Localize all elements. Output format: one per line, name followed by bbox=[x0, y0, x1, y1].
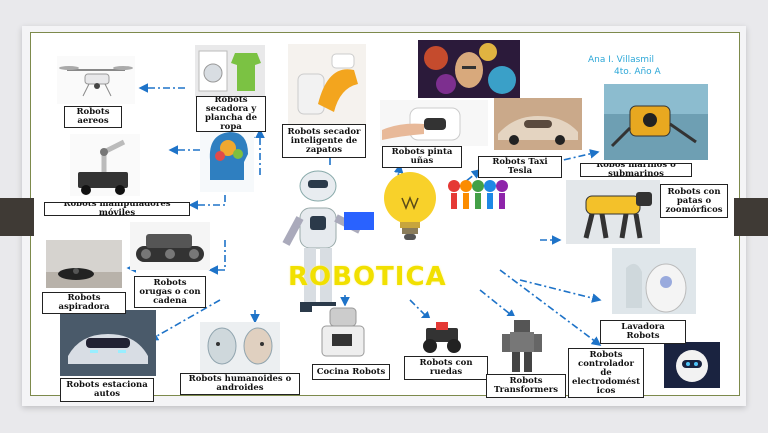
node-electrodomesticos: Robots controlador de electrodomést icos bbox=[568, 348, 644, 398]
node-pinta-unas: Robots pinta uñas bbox=[382, 146, 462, 168]
washer-robot-image bbox=[612, 248, 696, 314]
author-block: Ana I. Villasmil 4to. Año A bbox=[588, 54, 661, 78]
node-taxi: Robots Taxi Tesla bbox=[478, 156, 562, 178]
node-lavadora: Lavadora Robots bbox=[600, 320, 686, 344]
brain-gears-image bbox=[200, 122, 254, 192]
mobile-manipulator-image bbox=[70, 134, 140, 196]
tank-robot-image bbox=[130, 222, 210, 270]
gear-people-image bbox=[446, 176, 512, 212]
author-name: Ana I. Villasmil bbox=[588, 55, 655, 65]
node-humanoides: Robots humanoides o androides bbox=[180, 373, 300, 395]
node-manipuladores: Robots manipuladores móviles bbox=[44, 202, 190, 216]
right-side-tab bbox=[734, 198, 768, 236]
shoe-dryer-image bbox=[288, 44, 366, 124]
tesla-car-image bbox=[494, 98, 582, 150]
robot-dog-image bbox=[566, 180, 660, 244]
node-secadora: Robots secadora y plancha de ropa bbox=[196, 96, 266, 132]
node-marinos: Robos marinos o submarinos bbox=[580, 163, 692, 177]
wheeled-robot-image bbox=[418, 318, 466, 356]
node-cocina: Cocina Robots bbox=[312, 364, 390, 380]
node-secador-zapatos: Robots secador inteligente de zapatos bbox=[282, 124, 366, 158]
light-bulb-image bbox=[380, 168, 440, 248]
center-title: ROBOTICA bbox=[288, 262, 447, 292]
node-patas: Robots con patas o zoomórficos bbox=[660, 184, 728, 218]
android-faces-image bbox=[200, 322, 280, 374]
cooking-robot-image bbox=[312, 306, 374, 360]
author-grade: 4to. Año A bbox=[614, 67, 661, 77]
node-estaciona: Robots estaciona autos bbox=[60, 378, 154, 402]
node-transformers: Robots Transformers bbox=[486, 374, 566, 398]
node-ruedas: Robots con ruedas bbox=[404, 356, 488, 380]
submarine-robot-image bbox=[604, 84, 708, 160]
home-robot-image bbox=[664, 342, 720, 388]
humanoid-robot-image bbox=[272, 168, 380, 328]
robot-face-image bbox=[418, 40, 520, 98]
left-side-tab bbox=[0, 198, 34, 236]
node-orugas: Robots orugas o con cadena bbox=[134, 276, 206, 308]
clothes-dryer-image bbox=[195, 45, 265, 97]
node-aspiradora: Robots aspiradora bbox=[42, 292, 126, 314]
drone-image bbox=[57, 56, 135, 104]
vacuum-robot-image bbox=[46, 240, 122, 288]
parking-car-image bbox=[60, 310, 156, 376]
transformer-image bbox=[500, 316, 544, 374]
node-aereos: Robots aereos bbox=[64, 106, 122, 128]
nail-painter-image bbox=[380, 100, 488, 146]
